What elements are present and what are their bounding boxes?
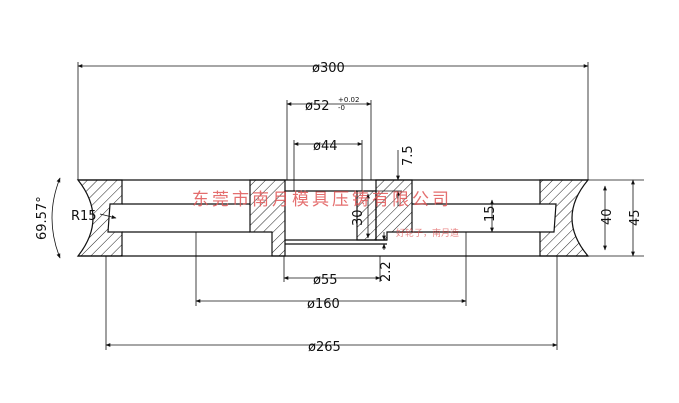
dimension-lines [51, 64, 635, 347]
dim-d160: ø160 [307, 297, 340, 312]
extension-lines [77, 62, 644, 350]
watermark-slogan: 好轮子，南月造 [396, 227, 459, 239]
dim-d300: ø300 [312, 61, 345, 76]
left-rim-section [76, 179, 123, 257]
dim-h7-5: 7.5 [401, 145, 416, 166]
right-rim-section [539, 179, 590, 257]
dim-d52-tol-lower: -0 [338, 104, 345, 112]
watermark-company: 东莞市南月模具压铸有限公司 [192, 190, 452, 210]
left-web-hatch [249, 179, 286, 257]
outline [78, 179, 588, 257]
dim-h15: 15 [483, 205, 498, 222]
dim-angle: 69.57° [35, 196, 50, 240]
dim-d265: ø265 [308, 340, 341, 355]
dim-d55: ø55 [313, 273, 338, 288]
dim-r15: R15 [71, 209, 97, 224]
dim-h40: 40 [600, 208, 615, 225]
dim-h2-2: 2.2 [379, 261, 394, 282]
dim-d52: ø52 [305, 99, 330, 114]
dim-h45: 45 [628, 209, 643, 226]
dim-d52-tol-upper: +0.02 [338, 96, 359, 104]
dim-d44: ø44 [313, 139, 338, 154]
dim-h30: 30 [351, 209, 366, 226]
